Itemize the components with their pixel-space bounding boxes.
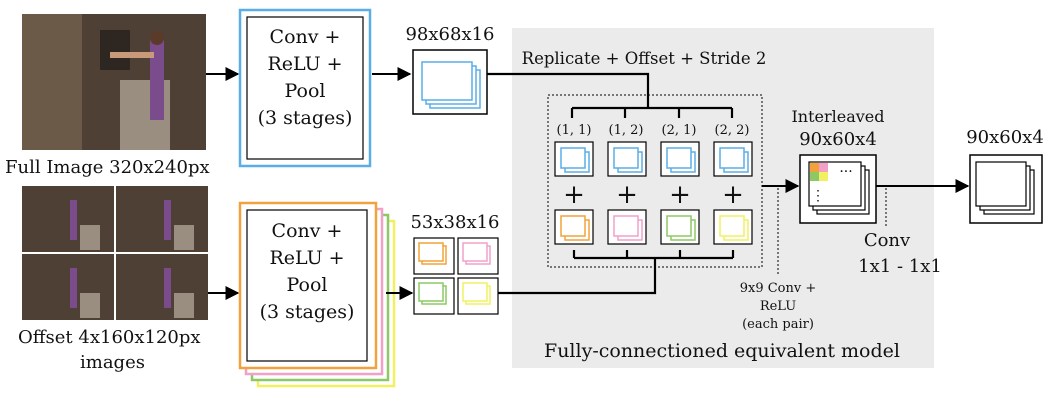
offset-images (22, 186, 208, 320)
final-conv-label: Conv (864, 230, 911, 251)
svg-text:(1, 1): (1, 1) (557, 123, 592, 138)
feature-size-top: 98x68x16 (405, 24, 494, 45)
svg-text:Pool: Pool (285, 80, 326, 102)
output-block (969, 154, 1043, 224)
output-size: 90x60x4 (966, 127, 1044, 148)
feature-size-bottom: 53x38x16 (410, 212, 499, 233)
svg-text:(3 stages): (3 stages) (260, 301, 355, 323)
svg-text:Pool: Pool (287, 274, 328, 296)
svg-text:+: + (563, 180, 585, 210)
conv-note-line2: ReLU (760, 299, 796, 314)
replicated-top-maps (554, 141, 753, 177)
svg-text:ReLU +: ReLU + (269, 247, 344, 269)
conv-note-line3: (each pair) (742, 317, 814, 332)
connector-top (487, 72, 650, 108)
fc-panel-title: Fully-connectioned equivalent model (544, 340, 900, 362)
interleaved-block: ··· ⋮ (799, 154, 877, 224)
final-conv-size: 1x1 - 1x1 (858, 256, 942, 277)
replicate-label: Replicate + Offset + Stride 2 (522, 49, 767, 68)
svg-text:(2, 1): (2, 1) (662, 123, 697, 138)
svg-text:Conv +: Conv + (270, 26, 341, 48)
full-image (22, 14, 206, 150)
conv-block-bottom: Conv + ReLU + Pool (3 stages) (238, 201, 396, 388)
interleaved-label: Interleaved (791, 107, 884, 126)
conv-note-line1: 9x9 Conv + (740, 281, 817, 296)
plus-signs: + + + + (563, 180, 744, 210)
svg-text:···: ··· (839, 164, 852, 180)
full-image-label: Full Image 320x240px (5, 157, 210, 178)
feature-map-top (412, 49, 488, 115)
svg-text:(2, 2): (2, 2) (715, 123, 750, 138)
interleaved-size: 90x60x4 (799, 129, 877, 150)
svg-text:+: + (669, 180, 691, 210)
offset-images-label-line2: images (80, 352, 145, 373)
offset-images-label: Offset 4x160x120px (18, 327, 201, 348)
conv-block-top: Conv + ReLU + Pool (3 stages) (238, 8, 372, 168)
replicated-bottom-maps (554, 209, 753, 245)
svg-text:⋮: ⋮ (811, 188, 825, 204)
connector-bottom (498, 258, 657, 295)
svg-text:+: + (616, 180, 638, 210)
svg-text:(3 stages): (3 stages) (258, 107, 353, 129)
feature-map-bottom (413, 237, 499, 315)
offset-labels: (1, 1) (1, 2) (2, 1) (2, 2) (557, 123, 750, 138)
svg-text:+: + (722, 180, 744, 210)
svg-text:Conv +: Conv + (272, 220, 343, 242)
svg-text:(1, 2): (1, 2) (609, 123, 644, 138)
svg-text:ReLU +: ReLU + (267, 53, 342, 75)
